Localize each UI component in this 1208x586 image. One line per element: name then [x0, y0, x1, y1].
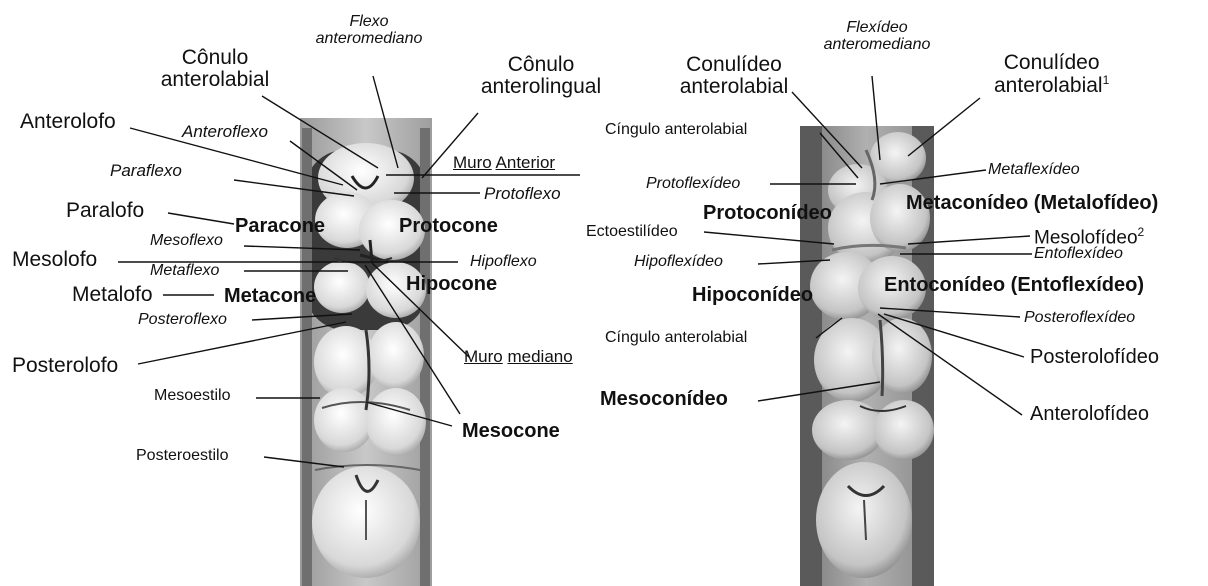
label-anterolofo: Anterolofo	[20, 111, 116, 133]
label-metacone: Metacone	[224, 286, 316, 307]
label-entoflexideo: Entoflexídeo	[1034, 246, 1123, 263]
label-hipoflexideo: Hipoflexídeo	[634, 254, 723, 271]
label-paracone: Paracone	[235, 216, 325, 237]
label-protoflexideo: Protoflexídeo	[646, 176, 740, 193]
label-anterolofideo: Anterolofídeo	[1030, 404, 1149, 425]
label-flexo-anteromediano: Flexo anteromediano	[302, 14, 436, 48]
label-paraflexo: Paraflexo	[110, 162, 182, 180]
label-hipoflexo: Hipoflexo	[470, 254, 537, 271]
label-conulideo-anterolabial-right: Conulídeo anterolabial1	[994, 52, 1109, 97]
label-posteroestilo: Posteroestilo	[136, 448, 229, 465]
label-conulo-anterolabial: Cônulo anterolabial	[148, 47, 282, 91]
label-metaconideo: Metaconídeo (Metalofídeo)	[906, 193, 1158, 214]
label-entoconideo: Entoconídeo (Entoflexídeo)	[884, 275, 1144, 296]
label-mesoflexo: Mesoflexo	[150, 233, 223, 250]
label-muro-anterior: Muro Anterior	[453, 154, 555, 172]
label-metaflexideo: Metaflexídeo	[988, 162, 1080, 179]
label-protoconideo: Protoconídeo	[703, 203, 832, 224]
label-protoflexo: Protoflexo	[484, 185, 561, 203]
label-hipocone: Hipocone	[406, 274, 497, 295]
label-posterolofideo: Posterolofídeo	[1030, 347, 1159, 368]
label-mesoconideo: Mesoconídeo	[600, 389, 728, 410]
upper-molar-photo	[300, 118, 432, 586]
label-cingulo-anterolabial-bottom: Cíngulo anterolabial	[605, 330, 747, 347]
label-muro-mediano: Muro mediano	[464, 348, 573, 366]
label-anteroflexo: Anteroflexo	[182, 123, 268, 141]
label-ectoestilideo: Ectoestilídeo	[586, 224, 678, 241]
label-mesolofo: Mesolofo	[12, 249, 97, 271]
label-posteroflexo: Posteroflexo	[138, 312, 227, 329]
label-hipoconideo: Hipoconídeo	[692, 285, 813, 306]
label-mesoestilo: Mesoestilo	[154, 388, 230, 405]
label-posteroflexideo: Posteroflexídeo	[1024, 310, 1135, 327]
label-cingulo-anterolabial-top: Cíngulo anterolabial	[605, 122, 747, 139]
label-metalofo: Metalofo	[72, 284, 153, 306]
label-conulideo-anterolabial-left: Conulídeo anterolabial	[664, 54, 804, 98]
label-metaflexo: Metaflexo	[150, 263, 219, 280]
label-flexideo-anteromediano: Flexídeo anteromediano	[812, 20, 942, 54]
label-mesocone: Mesocone	[462, 421, 560, 442]
label-protocone: Protocone	[399, 216, 498, 237]
label-conulo-anterolingual: Cônulo anterolingual	[470, 54, 612, 98]
label-paralofo: Paralofo	[66, 200, 144, 222]
label-posterolofo: Posterolofo	[12, 355, 118, 377]
